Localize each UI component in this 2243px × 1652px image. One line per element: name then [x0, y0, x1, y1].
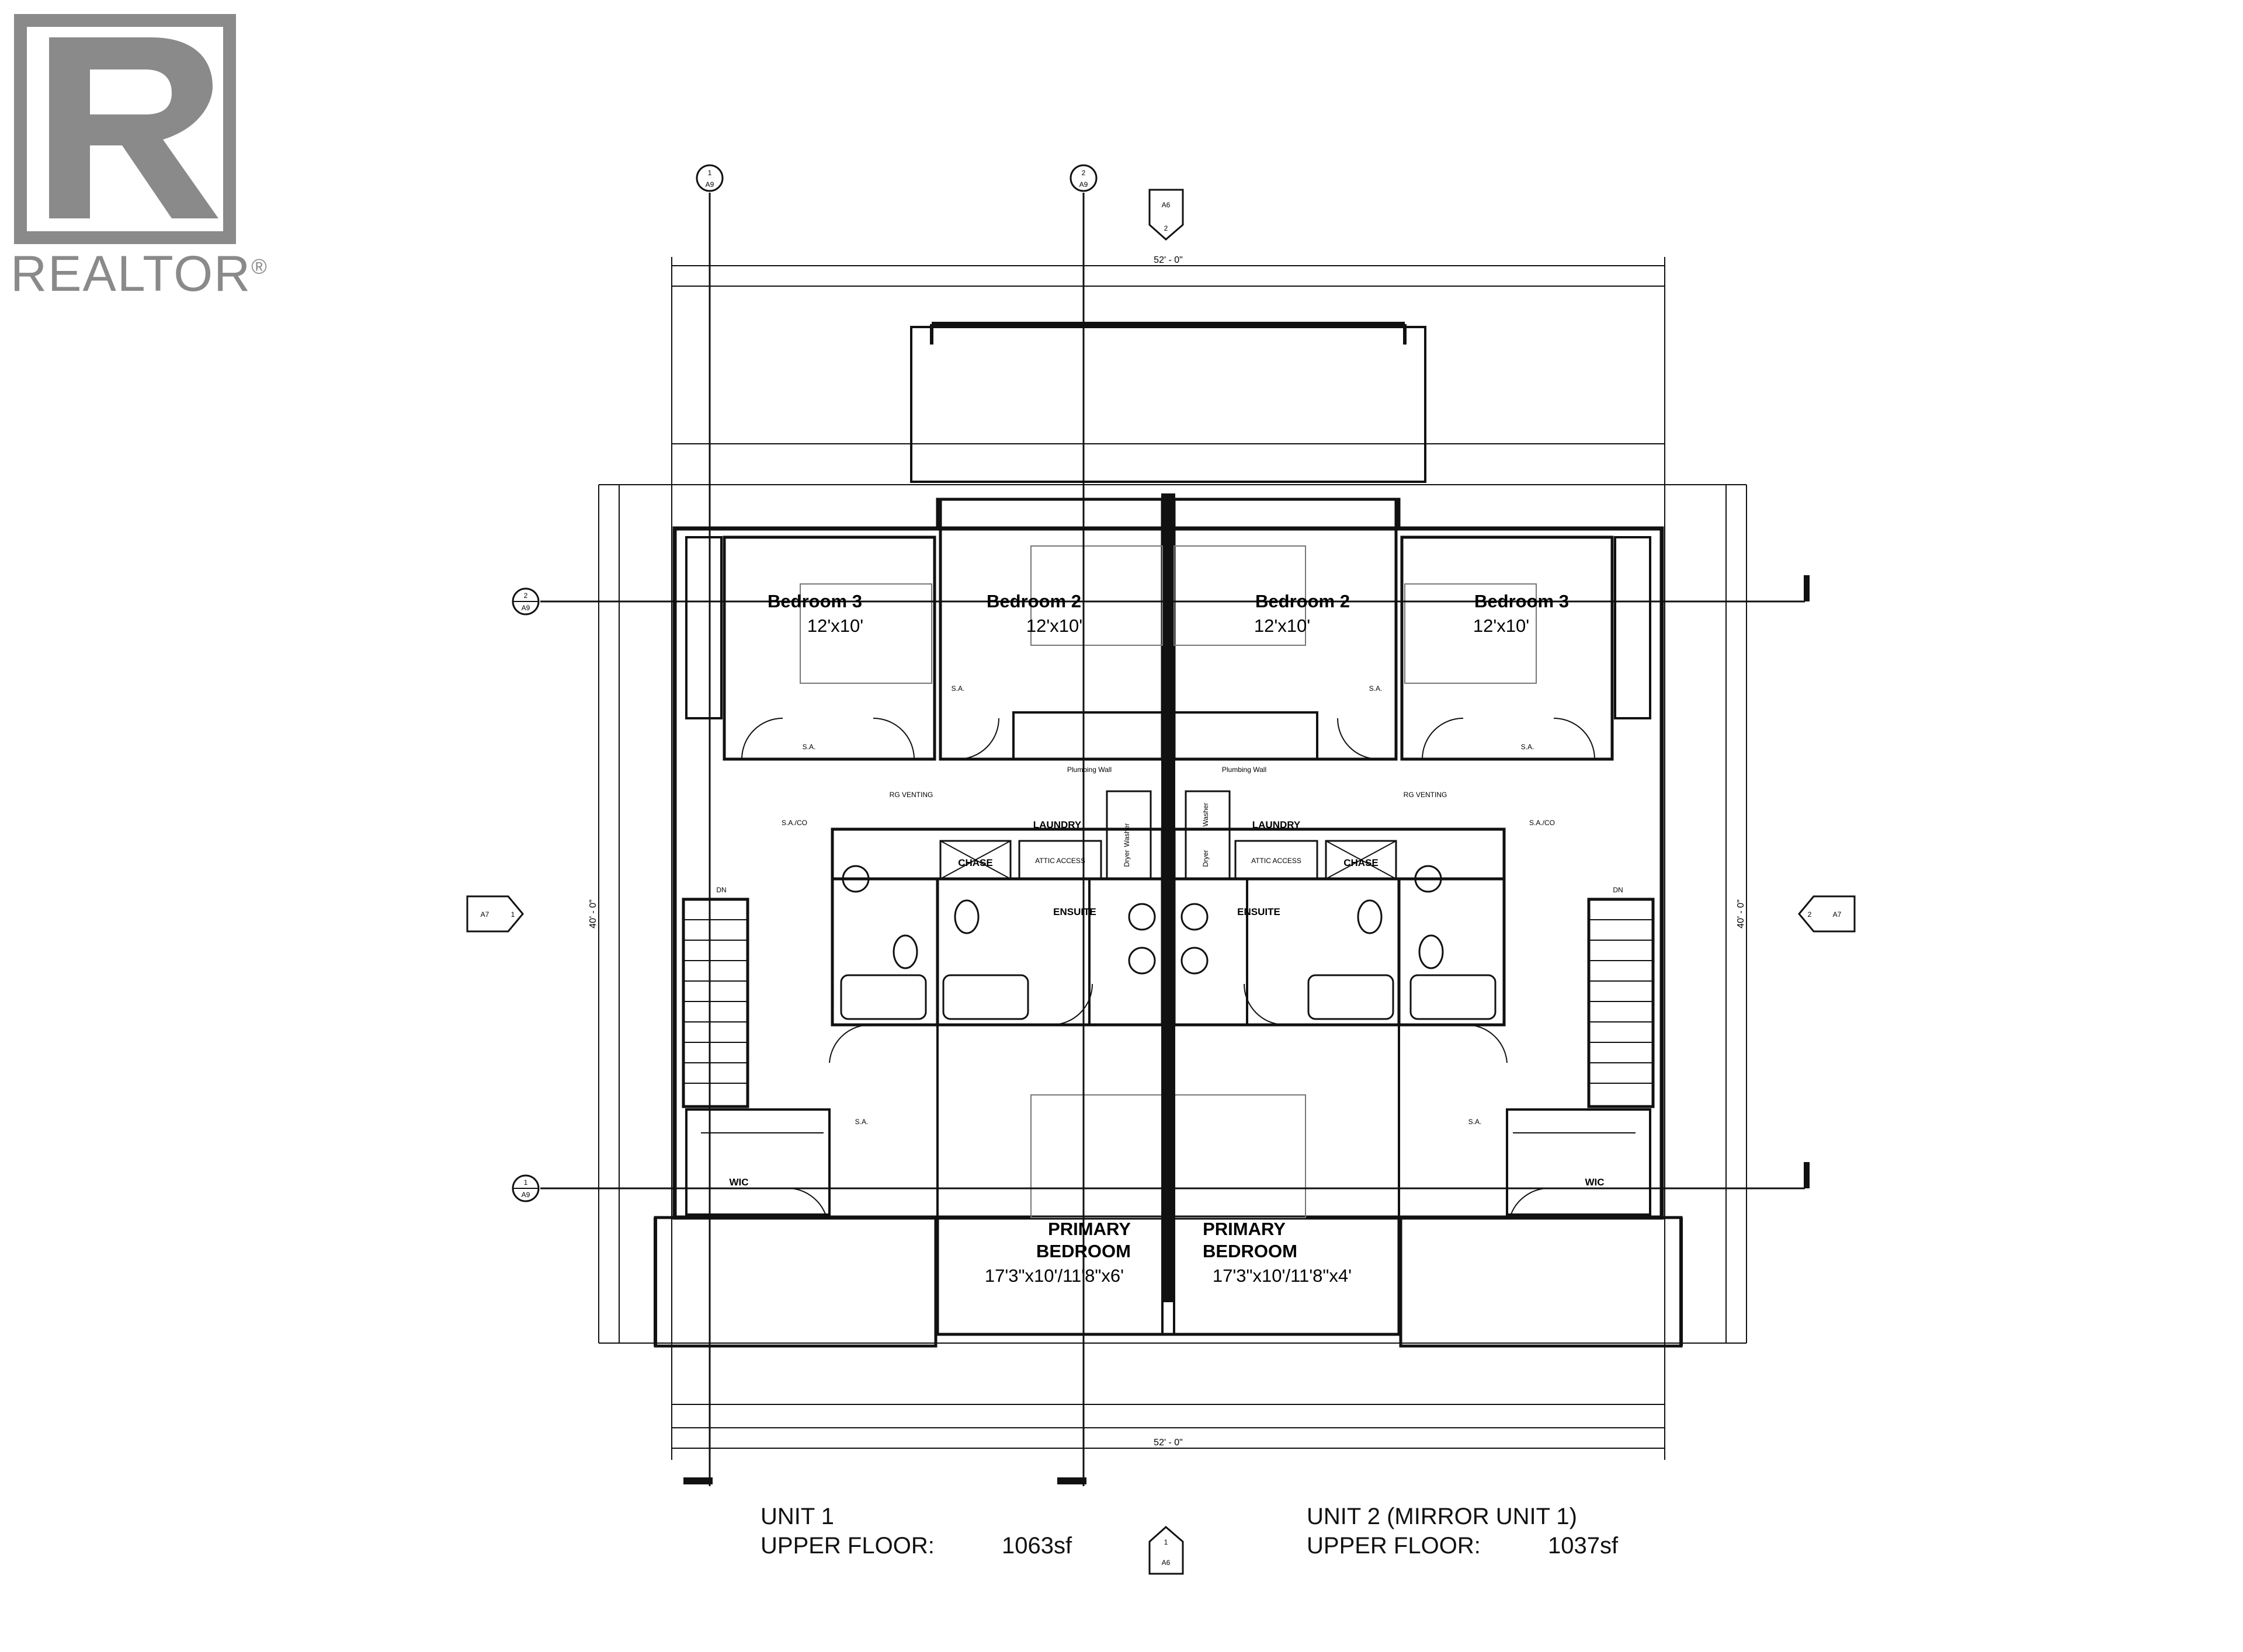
overall-width-dim-bottom: 52' - 0" [1154, 1438, 1183, 1448]
section-marker-a9-top-left: 1 A9 [696, 164, 724, 192]
svg-text:A9: A9 [522, 604, 530, 612]
dryer-left: Dryer [1123, 850, 1131, 867]
primary-right-line2: BEDROOM [1203, 1241, 1297, 1261]
bedroom-3-left-label: Bedroom 3 [768, 591, 862, 611]
dryer-right: Dryer [1202, 850, 1210, 867]
saco-left: S.A./CO [782, 819, 807, 827]
sa-bed3-left: S.A. [803, 743, 816, 751]
unit-1-area: 1063sf [1002, 1533, 1072, 1559]
elevation-tag-a7-left: A7 1 [466, 895, 524, 933]
sa-bed2-right: S.A. [1369, 684, 1383, 693]
wic-right-label: WIC [1585, 1177, 1604, 1188]
svg-text:A6: A6 [1162, 201, 1171, 209]
section-marker-a9-left-top: 2 A9 [512, 587, 540, 615]
primary-right-line1: PRIMARY [1203, 1219, 1286, 1239]
plumbing-wall-left: Plumbing Wall [1067, 766, 1112, 774]
chase-left-label: CHASE [958, 857, 993, 868]
svg-text:1: 1 [1164, 1538, 1168, 1546]
bedroom-3-right-label: Bedroom 3 [1474, 591, 1569, 611]
washer-left: Washer [1123, 823, 1131, 847]
bedroom-2-right-size: 12'x10' [1254, 615, 1310, 636]
primary-right-size: 17'3"x10'/11'8"x4' [1213, 1265, 1352, 1286]
stair-dn-right: DN [1613, 886, 1623, 894]
svg-text:A7: A7 [481, 910, 489, 919]
primary-left-line1: PRIMARY [1048, 1219, 1131, 1239]
overall-height-dim: 40' - 0" [588, 899, 598, 928]
unit-1-title: UNIT 1 [761, 1504, 834, 1529]
sa-bed3-right: S.A. [1521, 743, 1534, 751]
svg-text:A7: A7 [1833, 910, 1842, 919]
saco-right: S.A./CO [1529, 819, 1555, 827]
wic-left-label: WIC [729, 1177, 748, 1188]
ensuite-right-label: ENSUITE [1237, 906, 1280, 917]
bedroom-2-left-label: Bedroom 2 [987, 591, 1081, 611]
primary-left-size: 17'3"x10'/11'8"x6' [985, 1265, 1124, 1286]
svg-text:A9: A9 [1079, 180, 1088, 189]
rg-venting-right: RG VENTING [1404, 791, 1447, 799]
attic-access-right: ATTIC ACCESS [1251, 857, 1301, 865]
stair-dn-left: DN [716, 886, 726, 894]
primary-left-line2: BEDROOM [1036, 1241, 1131, 1261]
washer-right: Washer [1202, 803, 1210, 827]
rg-venting-left: RG VENTING [890, 791, 933, 799]
section-marker-a9-top-right: 2 A9 [1070, 164, 1098, 192]
unit-2-area: 1037sf [1548, 1533, 1619, 1559]
elevation-tag-a6-bottom: 1 A6 [1148, 1526, 1184, 1575]
plumbing-wall-right: Plumbing Wall [1222, 766, 1266, 774]
overall-width-dim: 52' - 0" [1154, 255, 1183, 265]
bedroom-3-left-size: 12'x10' [807, 615, 863, 636]
laundry-left-label: LAUNDRY [1033, 819, 1082, 830]
svg-text:1: 1 [708, 169, 712, 177]
realtor-wordmark: REALTOR® [11, 246, 268, 302]
section-marker-a9-left-bottom: 1 A9 [512, 1174, 540, 1202]
laundry-right-label: LAUNDRY [1252, 819, 1301, 830]
realtor-logo [14, 14, 236, 244]
ensuite-left-label: ENSUITE [1053, 906, 1096, 917]
unit-2-title: UNIT 2 (MIRROR UNIT 1) [1307, 1504, 1577, 1529]
elevation-tag-a6-top: A6 2 [1148, 189, 1184, 241]
sa-bed2-left: S.A. [952, 684, 965, 693]
svg-text:2: 2 [524, 592, 528, 600]
sa-primary-left: S.A. [855, 1118, 869, 1126]
overall-height-dim-right: 40' - 0" [1736, 899, 1746, 928]
attic-access-left: ATTIC ACCESS [1035, 857, 1085, 865]
svg-text:A9: A9 [522, 1191, 530, 1199]
chase-right-label: CHASE [1343, 857, 1379, 868]
bedroom-2-left-size: 12'x10' [1026, 615, 1082, 636]
bedroom-2-right-label: Bedroom 2 [1255, 591, 1350, 611]
svg-text:2: 2 [1808, 910, 1812, 919]
svg-text:A9: A9 [706, 180, 714, 189]
svg-text:1: 1 [511, 910, 515, 919]
elevation-tag-a7-right: A7 2 [1798, 895, 1856, 933]
svg-text:A6: A6 [1162, 1559, 1171, 1567]
svg-text:2: 2 [1164, 224, 1168, 232]
sa-primary-right: S.A. [1468, 1118, 1482, 1126]
bedroom-3-right-size: 12'x10' [1473, 615, 1529, 636]
unit-2-floor-label: UPPER FLOOR: [1307, 1533, 1481, 1559]
unit-1-floor-label: UPPER FLOOR: [761, 1533, 935, 1559]
svg-text:1: 1 [524, 1178, 528, 1187]
svg-text:2: 2 [1082, 169, 1086, 177]
